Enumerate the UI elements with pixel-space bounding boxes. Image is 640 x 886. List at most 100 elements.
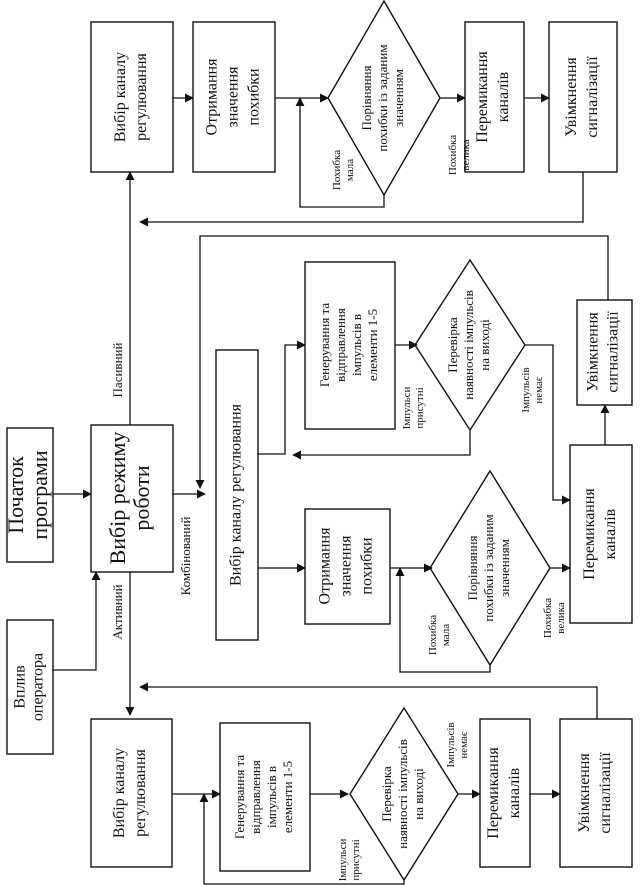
passive-alarm-box: [548, 21, 618, 173]
operator-box: [6, 619, 54, 755]
arrow-c-alarm-back: [195, 235, 609, 489]
mode-select-box: [90, 424, 174, 573]
active-alarm-label-line: сигналізації: [597, 752, 614, 834]
active-generate-box: [219, 722, 311, 872]
combined-generate-label-line: відправлення: [333, 308, 348, 382]
active-channel-select-label-line: Вибір каналу: [111, 748, 128, 838]
passive-channel-select-label-line: регулювання: [133, 52, 150, 140]
arrow-c-channel-to-generate: [258, 340, 306, 455]
mode-select-label-line: Вибір режиму: [105, 432, 130, 565]
combined-channel-select-label: Вибір каналу регулювання: [228, 403, 245, 586]
combined-pulses-absent-label-line: Імпульсів: [520, 367, 532, 412]
passive-alarm-label-line: сигналізації: [584, 56, 601, 138]
active-switch-label-line: каналів: [506, 767, 523, 818]
mode-label-active: Активний: [110, 584, 125, 639]
active-switch-box: [479, 718, 531, 868]
combined-generate-box: [304, 261, 396, 430]
combined-pulses-present-label-line: Імпульси: [401, 386, 413, 429]
arrow-p-alarm-back: [139, 172, 584, 227]
arrow-a-alarm-back: [139, 682, 598, 719]
mode-label-passive-line: Пасивний: [110, 343, 125, 398]
active-generate-label-line: елементи 1-5: [280, 761, 295, 833]
passive-channel-select-box: [90, 21, 174, 173]
combined-alarm-label-line: Увімкнення: [585, 312, 602, 392]
combined-channel-select-box: [215, 349, 259, 641]
mode-label-combined-line: Комбінований: [178, 517, 193, 596]
active-pulses-absent-label-line: Імпульсів: [445, 722, 457, 767]
passive-compare-label-line: похибки із заданим: [375, 44, 390, 151]
arrow-c-check-absent: [525, 344, 571, 505]
combined-compare-label-line: похибки із заданим: [481, 514, 496, 621]
active-alarm-label-line: Увімкнення: [576, 753, 593, 833]
passive-switch-label-line: каналів: [495, 71, 512, 122]
combined-compare-label-line: значенням: [497, 539, 512, 597]
mode-label-passive: Пасивний: [110, 343, 125, 398]
passive-switch-label-line: Перемикання: [474, 51, 491, 143]
combined-switch-label-line: Перемикання: [581, 488, 598, 580]
passive-alarm-label-line: Увімкнення: [563, 57, 580, 137]
combined-check-label-line: Перевірка: [445, 317, 460, 373]
active-check-label-line: на виході: [411, 768, 426, 820]
combined-channel-select-label-line: Вибір каналу регулювання: [228, 403, 245, 586]
combined-get-error-label-line: Отримання: [317, 527, 334, 605]
combined-check-label-line: на виході: [477, 319, 492, 371]
active-check-label-line: наявності імпульсів: [395, 739, 410, 849]
active-switch-label-line: Перемикання: [485, 747, 502, 839]
passive-get-error-label-line: Отримання: [204, 58, 221, 136]
active-generate-label-line: Генерування та: [232, 755, 247, 840]
active-channel-select-box: [90, 718, 173, 868]
combined-switch-label-line: каналів: [602, 508, 619, 559]
operator-label-line: оператора: [30, 653, 47, 721]
operator-label-line: Вплив: [12, 665, 29, 709]
combined-error-large-label-line: велика: [555, 602, 567, 634]
arrow-operator-to-mode: [53, 571, 101, 671]
combined-error-large-label-line: Похибка: [542, 598, 554, 638]
start-label-line: програми: [27, 450, 52, 539]
active-alarm-box: [559, 718, 633, 868]
active-pulses-absent-label-line: немає: [458, 731, 470, 759]
combined-alarm-label-line: сигналізації: [605, 311, 622, 393]
combined-error-small-label-line: мала: [440, 624, 452, 646]
arrow-c-check-present: [292, 430, 471, 460]
passive-get-error-box: [192, 21, 276, 173]
passive-channel-select-label-line: Вибір каналу: [112, 52, 129, 142]
arrow-c-compare-loop: [395, 567, 491, 673]
combined-switch-box: [569, 444, 633, 624]
combined-pulses-absent-label-line: немає: [533, 376, 545, 404]
mode-select-label-line: роботи: [129, 465, 154, 531]
passive-get-error-label-line: похибки: [246, 68, 263, 126]
mode-label-active-line: Активний: [110, 584, 125, 639]
start-label-line: Початок: [3, 456, 28, 534]
active-generate-label-line: імпульсів в: [264, 766, 279, 828]
combined-pulses-present-label-line: присутні: [414, 387, 426, 428]
passive-error-small-label-line: мала: [344, 159, 356, 181]
combined-compare-label-line: Порівняння: [465, 535, 480, 600]
combined-get-error-label-line: похибки: [359, 537, 376, 595]
mode-label-combined: Комбінований: [178, 517, 193, 596]
active-channel-select-label-line: регулювання: [132, 748, 149, 836]
active-generate-label-line: відправлення: [248, 760, 263, 834]
combined-generate-label-line: елементи 1-5: [365, 309, 380, 381]
